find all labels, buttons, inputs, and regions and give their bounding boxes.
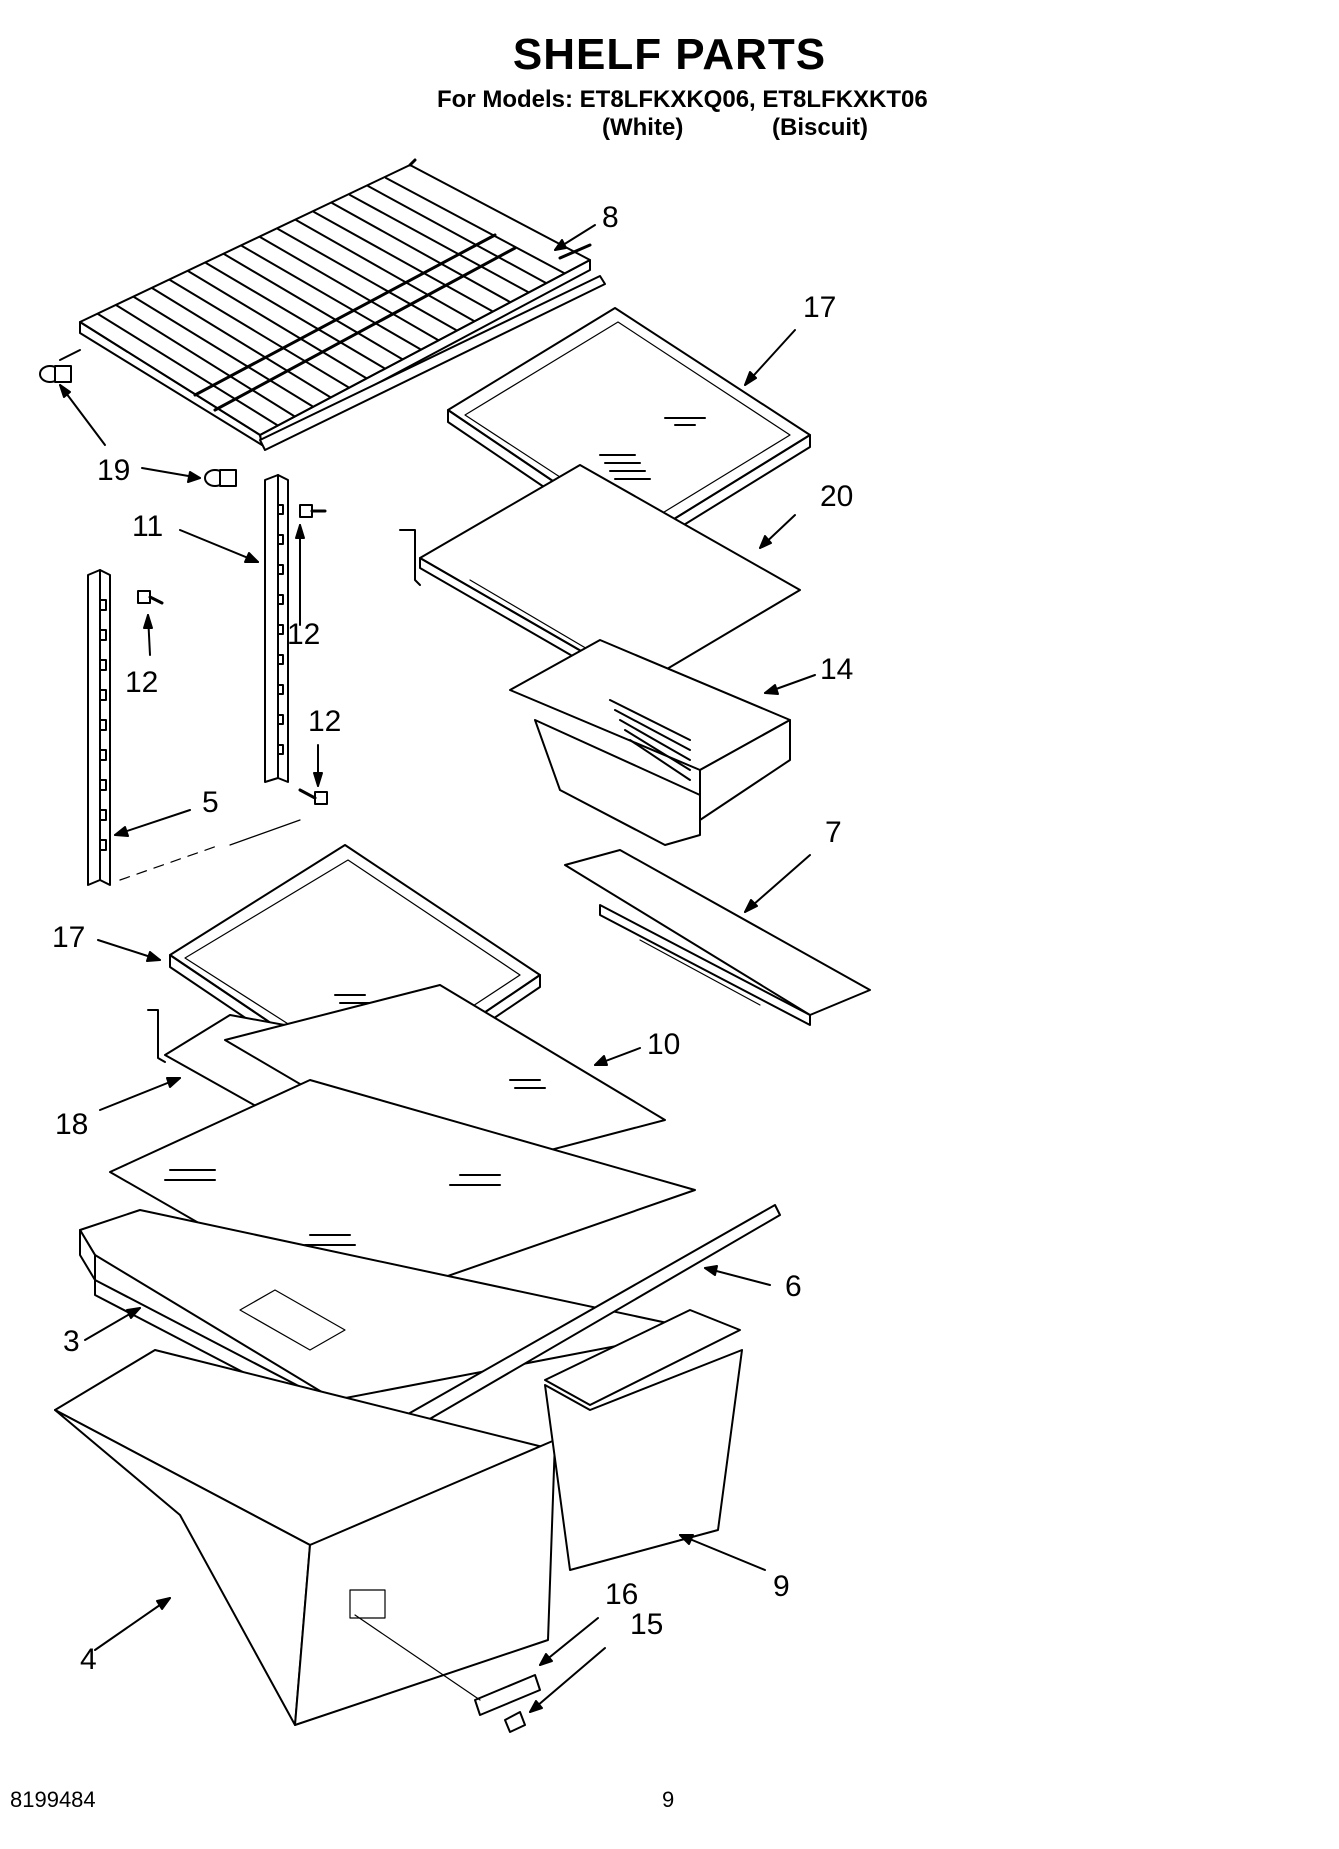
page-number: 9 [662, 1787, 675, 1812]
page-title: SHELF PARTS [512, 30, 827, 79]
part-19-end-cap-right [204, 469, 237, 487]
part-16-label [474, 1674, 541, 1716]
callout-20: 20 [820, 480, 854, 513]
part-15-clip [504, 1711, 526, 1733]
part-9-crisper-drawer-right [544, 1309, 743, 1571]
callout-9: 9 [773, 1570, 790, 1603]
part-11-ladder-right [264, 474, 289, 783]
callout-7: 7 [825, 816, 842, 849]
callout-14: 14 [820, 653, 854, 686]
callout-17-mid: 17 [52, 921, 86, 954]
part-8-wire-shelf [59, 158, 606, 451]
callout-18: 18 [55, 1108, 89, 1141]
callout-15: 15 [630, 1608, 664, 1641]
callout-5: 5 [202, 786, 219, 819]
callout-3: 3 [63, 1325, 80, 1358]
callout-6: 6 [785, 1270, 802, 1303]
models-line: For Models: ET8LFKXKQ06, ET8LFKXKT06 [437, 86, 928, 113]
callout-12-b: 12 [125, 666, 159, 699]
part-12-screw-a [299, 504, 327, 518]
callout-12-c: 12 [308, 705, 342, 738]
part-7-crisper-cover-bracket [564, 849, 871, 1026]
callout-4: 4 [80, 1643, 97, 1676]
callout-17-top: 17 [803, 291, 837, 324]
callout-11: 11 [132, 510, 164, 543]
callout-16: 16 [605, 1578, 639, 1611]
part-14-crisper-pan-small [509, 639, 791, 846]
variant-biscuit: (Biscuit) [772, 114, 868, 141]
part-12-screw-c [298, 788, 328, 805]
part-4-crisper-drawer-left [54, 1349, 556, 1726]
document-number: 8199484 [10, 1787, 96, 1812]
callout-19: 19 [97, 454, 131, 487]
callout-8: 8 [602, 201, 619, 234]
variant-white: (White) [602, 114, 684, 141]
leader-lines [59, 224, 816, 1713]
part-12-screw-b [137, 590, 164, 605]
callout-12-a: 12 [287, 618, 321, 651]
part-5-ladder-left [87, 569, 111, 886]
callout-10: 10 [647, 1028, 681, 1061]
part-19-end-cap-left [39, 365, 72, 383]
